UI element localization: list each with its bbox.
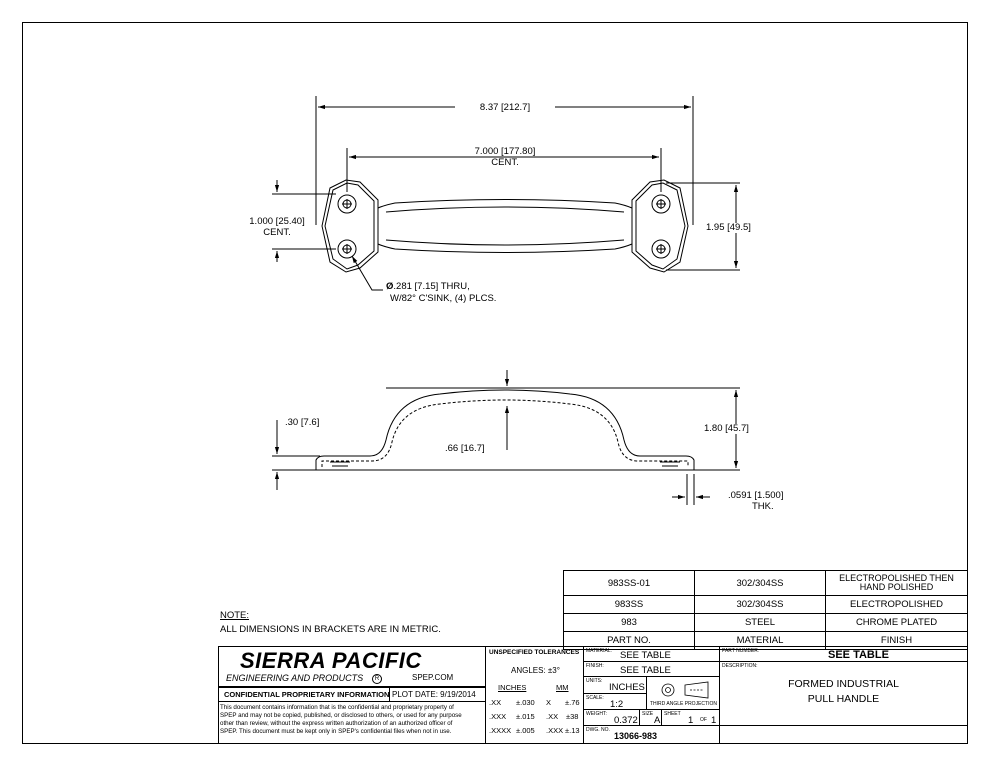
table-cell: 983SS-01 — [563, 570, 695, 596]
hole-callout-size: .281 [7.15] THRU, — [393, 281, 470, 292]
size-cell: SIZE A — [639, 709, 662, 726]
overall-height-dimension: 1.95 [49.5] — [706, 222, 751, 233]
table-header-row: PART NO. MATERIAL FINISH — [563, 631, 968, 650]
material-thickness-dimension: .0591 [1.500] — [728, 490, 784, 501]
company-name: SIERRA PACIFIC — [240, 648, 422, 673]
sheet-total: 1 — [711, 715, 717, 726]
table-cell: 302/304SS — [694, 570, 826, 596]
confidential-text-line: other than review, without the express w… — [220, 720, 453, 727]
sheet-of-label: OF — [700, 717, 707, 723]
description-line-1: FORMED INDUSTRIAL — [788, 678, 899, 690]
column-header: FINISH — [825, 631, 968, 650]
overall-width-dimension: 8.37 [212.7] — [455, 103, 555, 113]
plot-date: PLOT DATE: 9/19/2014 — [392, 690, 476, 699]
table-cell: 983 — [563, 613, 695, 632]
tolerance-inch-format: .XX — [489, 698, 502, 707]
tolerance-inch-format: .XXXX — [489, 726, 512, 735]
diameter-symbol: Ø — [386, 281, 394, 292]
part-table: 983SS-01 302/304SS ELECTROPOLISHED THEN … — [563, 570, 968, 650]
sheet-label: SHEET — [664, 711, 681, 717]
table-cell: 983SS — [563, 595, 695, 614]
sheet-cell: SHEET 1 OF 1 — [661, 709, 720, 726]
table-cell: ELECTROPOLISHED — [825, 595, 968, 614]
part-number-value: SEE TABLE — [828, 649, 889, 661]
tolerance-inch-value: ±.005 — [516, 726, 535, 735]
side-view — [272, 370, 740, 505]
tolerance-mm-format: X — [546, 698, 552, 707]
table-row: 983SS 302/304SS ELECTROPOLISHED — [563, 595, 968, 614]
tolerance-angles: ANGLES: ±3° — [511, 666, 560, 675]
scale-cell: SCALE: 1:2 — [583, 693, 647, 710]
table-cell: STEEL — [694, 613, 826, 632]
finish-label: FINISH: — [586, 663, 604, 669]
note-text: ALL DIMENSIONS IN BRACKETS ARE IN METRIC… — [220, 624, 441, 635]
scale-value: 1:2 — [610, 699, 624, 710]
material-thickness-note: THK. — [752, 501, 774, 512]
table-row: 983 STEEL CHROME PLATED — [563, 613, 968, 632]
confidential-text-line: SPEP. This document must be kept only in… — [220, 728, 452, 735]
hole-callout-line1: Ø.281 [7.15] THRU, — [386, 282, 470, 292]
side-height-dimension: 1.80 [45.7] — [704, 423, 749, 434]
description-cell: DESCRIPTION: FORMED INDUSTRIAL PULL HAND… — [719, 661, 968, 726]
weight-cell: WEIGHT: 0.372 — [583, 709, 640, 726]
drawing-number-cell: DWG. NO. 13066-983 — [583, 725, 720, 744]
tolerances-title: UNSPECIFIED TOLERANCES — [489, 649, 580, 656]
tolerance-inch-format: .XXX — [489, 712, 507, 721]
units-value: INCHES — [609, 682, 645, 693]
tolerance-mm-value: ±.76 — [565, 698, 580, 707]
tolerance-mm-value: ±.13 — [565, 726, 580, 735]
hole-vertical-dimension: 1.000 [25.40] — [249, 216, 305, 227]
material-cell: MATERIAL: SEE TABLE — [583, 646, 720, 662]
size-value: A — [654, 715, 661, 726]
part-number-cell: PART NUMBER: SEE TABLE — [719, 646, 968, 662]
tolerance-mm-format: .XXX — [546, 726, 564, 735]
hole-spacing-note: CENT. — [491, 157, 519, 168]
tolerance-inch-value: ±.030 — [516, 698, 535, 707]
blank-cell — [719, 725, 968, 744]
units-cell: UNITS: INCHES — [583, 676, 647, 694]
drawing-number-value: 13066-983 — [614, 731, 658, 741]
units-label: UNITS: — [586, 678, 603, 684]
tolerance-mm-value: ±38 — [566, 712, 579, 721]
hole-spacing-dimension: 7.000 [177.80] — [474, 146, 536, 157]
weight-label: WEIGHT: — [586, 711, 607, 717]
registered-icon: R — [372, 674, 382, 684]
note-title: NOTE: — [220, 610, 250, 621]
inner-height-dimension: .66 [16.7] — [445, 443, 485, 454]
material-label: MATERIAL: — [586, 648, 613, 654]
finish-cell: FINISH: SEE TABLE — [583, 661, 720, 677]
table-cell: 302/304SS — [694, 595, 826, 614]
hole-callout-line2: W/82° C'SINK, (4) PLCS. — [390, 293, 497, 304]
part-number-label: PART NUMBER: — [722, 648, 760, 654]
table-row: 983SS-01 302/304SS ELECTROPOLISHED THEN … — [563, 570, 968, 596]
projection-label: THIRD ANGLE PROJECTION — [650, 701, 717, 707]
description-line-2: PULL HANDLE — [807, 693, 880, 705]
flange-thickness-dimension: .30 [7.6] — [285, 417, 320, 428]
sheet-value: 1 — [688, 715, 694, 726]
confidential-text-line: SPEP and may not be copied, published, o… — [220, 712, 462, 719]
weight-value: 0.372 — [614, 715, 638, 726]
drawing-number-label: DWG. NO. — [586, 727, 610, 733]
description-label: DESCRIPTION: — [722, 663, 758, 669]
finish-value: SEE TABLE — [620, 665, 671, 676]
tolerance-inch-value: ±.015 — [516, 712, 535, 721]
table-cell: CHROME PLATED — [825, 613, 968, 632]
company-website: SPEP.COM — [412, 673, 454, 682]
scale-label: SCALE: — [586, 695, 604, 701]
tolerance-mm-header: MM — [556, 683, 569, 692]
tolerance-inches-header: INCHES — [498, 683, 527, 692]
tolerance-mm-format: .XX — [546, 712, 559, 721]
company-subtitle: ENGINEERING AND PRODUCTS — [226, 673, 364, 683]
confidential-text-line: This document contains information that … — [220, 704, 454, 711]
material-value: SEE TABLE — [620, 650, 671, 661]
confidential-title: CONFIDENTIAL PROPRIETARY INFORMATION — [224, 690, 390, 699]
top-view — [272, 96, 740, 291]
size-label: SIZE — [642, 711, 654, 717]
hole-vertical-note: CENT. — [263, 227, 291, 238]
table-cell: ELECTROPOLISHED THEN HAND POLISHED — [825, 570, 968, 596]
